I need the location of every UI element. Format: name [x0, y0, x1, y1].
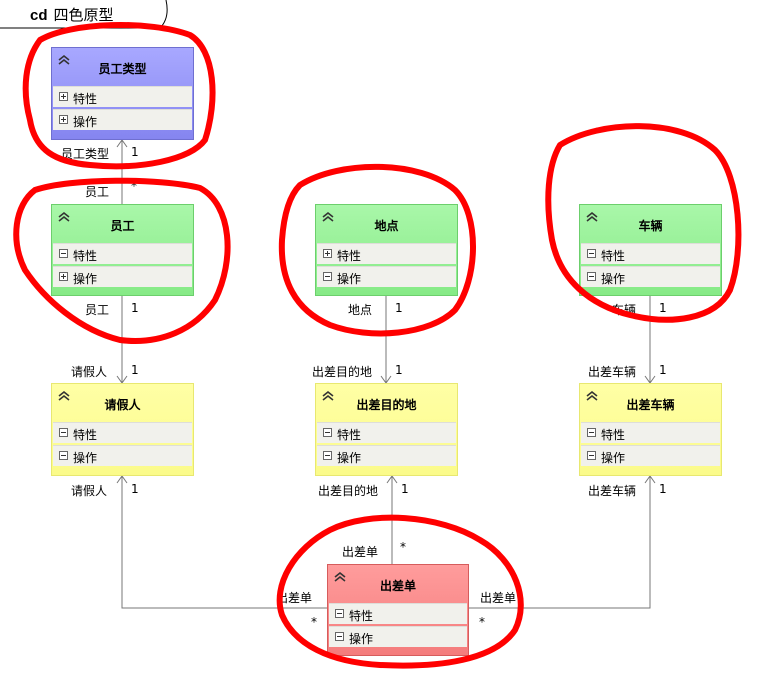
role-label: 地点 [348, 303, 373, 317]
class-name: 地点 [374, 219, 399, 233]
role-label: 出差单 [480, 591, 517, 605]
collapse-icon[interactable] [59, 428, 68, 437]
compartment-label: 操作 [73, 115, 98, 129]
multiplicity-label: * [131, 179, 137, 193]
attributes-compartment[interactable]: 特性 [581, 243, 720, 264]
compartment-label: 操作 [601, 451, 626, 465]
operations-compartment[interactable]: 操作 [53, 109, 192, 130]
collapse-icon[interactable] [587, 451, 596, 460]
frame-title: cd 四色原型 [30, 4, 114, 25]
class-leave-applicant[interactable]: 请假人 特性 操作 [51, 383, 194, 476]
multiplicity-label: 1 [401, 482, 409, 496]
class-name: 员工 [110, 219, 135, 233]
class-name: 出差单 [379, 579, 416, 593]
multiplicity-label: 1 [659, 482, 667, 496]
multiplicity-label: 1 [131, 145, 139, 159]
multiplicity-label: * [479, 615, 485, 629]
class-trip-order[interactable]: 出差单 特性 操作 [327, 564, 469, 656]
collapse-icon[interactable] [59, 451, 68, 460]
compartment-label: 操作 [349, 632, 374, 646]
collapse-chevron-icon[interactable] [321, 389, 335, 403]
collapse-chevron-icon[interactable] [585, 389, 599, 403]
role-label: 出差目的地 [312, 365, 373, 379]
multiplicity-label: 1 [395, 301, 403, 315]
role-label: 出差车辆 [588, 484, 637, 498]
operations-compartment[interactable]: 操作 [581, 266, 720, 287]
class-vehicle[interactable]: 车辆 特性 操作 [579, 204, 722, 296]
compartment-label: 操作 [73, 451, 98, 465]
multiplicity-label: * [400, 540, 406, 554]
compartment-label: 操作 [337, 272, 362, 286]
class-name: 出差目的地 [356, 398, 417, 412]
operations-compartment[interactable]: 操作 [317, 266, 456, 287]
class-location[interactable]: 地点 特性 操作 [315, 204, 458, 296]
collapse-icon[interactable] [587, 272, 596, 281]
multiplicity-label: 1 [395, 363, 403, 377]
frame-keyword: cd [30, 7, 48, 24]
collapse-chevron-icon[interactable] [57, 389, 71, 403]
compartment-label: 操作 [601, 272, 626, 286]
collapse-icon[interactable] [323, 272, 332, 281]
role-label: 请假人 [71, 484, 108, 498]
class-name: 请假人 [104, 398, 141, 412]
collapse-icon[interactable] [323, 428, 332, 437]
attributes-compartment[interactable]: 特性 [53, 86, 192, 107]
compartment-label: 特性 [601, 428, 626, 442]
multiplicity-label: 1 [131, 363, 139, 377]
multiplicity-label: 1 [659, 363, 667, 377]
role-label: 员工 [85, 185, 110, 199]
multiplicity-label: 1 [131, 301, 139, 315]
role-label: 出差单 [276, 591, 313, 605]
role-label: 员工类型 [61, 147, 110, 161]
expand-icon[interactable] [323, 249, 332, 258]
operations-compartment[interactable]: 操作 [317, 445, 456, 466]
class-trip-destination[interactable]: 出差目的地 特性 操作 [315, 383, 458, 476]
attributes-compartment[interactable]: 特性 [53, 422, 192, 443]
collapse-icon[interactable] [587, 428, 596, 437]
operations-compartment[interactable]: 操作 [329, 626, 467, 647]
multiplicity-label: 1 [131, 482, 139, 496]
collapse-icon[interactable] [335, 609, 344, 618]
class-trip-vehicle[interactable]: 出差车辆 特性 操作 [579, 383, 722, 476]
attributes-compartment[interactable]: 特性 [317, 422, 456, 443]
role-label: 出差车辆 [588, 365, 637, 379]
role-label: 请假人 [71, 365, 108, 379]
attributes-compartment[interactable]: 特性 [581, 422, 720, 443]
frame-name: 四色原型 [53, 6, 114, 24]
class-name: 出差车辆 [626, 398, 675, 412]
expand-icon[interactable] [59, 92, 68, 101]
class-employee[interactable]: 员工 特性 操作 [51, 204, 194, 296]
collapse-icon[interactable] [335, 632, 344, 641]
expand-icon[interactable] [59, 272, 68, 281]
compartment-label: 特性 [73, 428, 98, 442]
class-name: 车辆 [638, 219, 663, 233]
compartment-label: 操作 [73, 272, 98, 286]
role-label: 员工 [85, 303, 110, 317]
multiplicity-label: 1 [659, 301, 667, 315]
attributes-compartment[interactable]: 特性 [317, 243, 456, 264]
operations-compartment[interactable]: 操作 [53, 266, 192, 287]
role-label: 出差目的地 [318, 484, 379, 498]
compartment-label: 特性 [349, 609, 374, 623]
collapse-icon[interactable] [59, 249, 68, 258]
compartment-label: 特性 [73, 249, 98, 263]
compartment-label: 操作 [337, 451, 362, 465]
collapse-icon[interactable] [587, 249, 596, 258]
compartment-label: 特性 [73, 92, 98, 106]
role-label: 车辆 [612, 303, 637, 317]
class-employee-type[interactable]: 员工类型 特性 操作 [51, 47, 194, 140]
operations-compartment[interactable]: 操作 [581, 445, 720, 466]
expand-icon[interactable] [59, 115, 68, 124]
attributes-compartment[interactable]: 特性 [329, 603, 467, 624]
compartment-label: 特性 [601, 249, 626, 263]
attributes-compartment[interactable]: 特性 [53, 243, 192, 264]
compartment-label: 特性 [337, 428, 362, 442]
class-name: 员工类型 [98, 62, 147, 76]
role-label: 出差单 [342, 545, 379, 559]
operations-compartment[interactable]: 操作 [53, 445, 192, 466]
multiplicity-label: * [311, 615, 317, 629]
compartment-label: 特性 [337, 249, 362, 263]
collapse-icon[interactable] [323, 451, 332, 460]
